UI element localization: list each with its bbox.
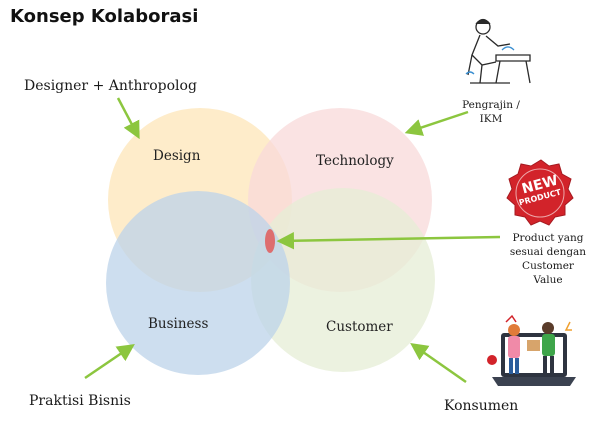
product-label: Product yang sesuai dengan Customer Valu… <box>509 232 587 286</box>
arrow-praktisi <box>84 344 135 380</box>
design-label: Design <box>153 148 201 164</box>
konsumen-label: Konsumen <box>444 398 519 414</box>
business-circle <box>106 191 290 375</box>
business-label: Business <box>148 316 209 332</box>
page-title: Konsep Kolaborasi <box>10 6 199 27</box>
laptop-illustration <box>487 314 576 386</box>
arrow-pengrajin <box>404 110 469 136</box>
technology-label: Technology <box>316 153 394 169</box>
arrow-konsumen <box>410 342 467 384</box>
new-product-badge <box>506 159 574 226</box>
intersection-marker <box>265 229 275 253</box>
craftsman-illustration <box>465 18 531 84</box>
customer-circle <box>251 188 435 372</box>
arrow-designer <box>116 97 140 140</box>
pengrajin-label: Pengrajin / IKM <box>462 99 520 125</box>
arrow-product <box>276 231 501 250</box>
customer-label: Customer <box>326 319 393 335</box>
designer-label: Designer + Anthropolog <box>24 78 197 94</box>
praktisi-label: Praktisi Bisnis <box>29 393 131 409</box>
